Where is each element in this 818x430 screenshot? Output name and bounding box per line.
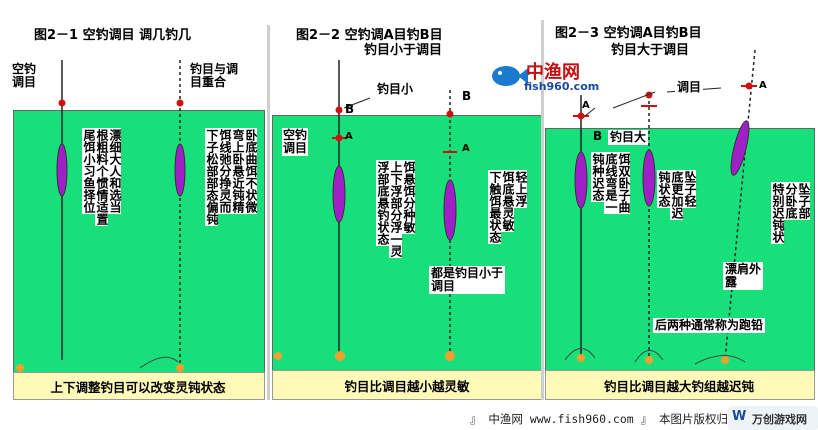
caption-bar-1 (13, 372, 265, 400)
text-col-2a: 饵悬饵分种敏 (402, 160, 416, 234)
label-both-3: 后两种通常称为跑铅 (653, 318, 766, 334)
letter-a-3b: A (759, 80, 767, 91)
label-big-3: 钓目大 (608, 130, 649, 146)
label-small-2: 钓目小 (375, 82, 416, 98)
caption-1: 上下调整钓目可以改变灵钝状态 (50, 380, 226, 395)
caption-3: 钓目比调目越大钓组越迟钝 (603, 379, 754, 394)
text-col-3a: 饵双卧子曲 (617, 152, 631, 214)
text-col-3g: 坠子部 (797, 182, 811, 220)
panel-divider-2 (541, 20, 544, 400)
caption-2: 钓目比调目越小越灵敏 (344, 379, 470, 394)
panel-1: 上下调整钓目可以改变灵钝状态 图2－1 空钓调目 调几钓几 空钓 调目 钓目与调… (0, 0, 270, 400)
text-col-3h: 分卧底 (784, 182, 798, 220)
fish-logo-icon (492, 66, 528, 86)
footer-badge: W 万创游戏网 (728, 406, 818, 430)
title-2a: 图2－2 空钓调A目钓B目 (296, 28, 443, 43)
text-col-2d: 轻上浮 (514, 170, 528, 208)
title-3a: 图2－3 空钓调A目钓B目 (555, 26, 702, 41)
text-col-2b: 上下浮部分浮一灵 (389, 160, 403, 258)
text-col-1f: 饵线弛分挣灵而 (218, 128, 232, 214)
badge-text: 万创游戏网 (752, 413, 807, 426)
text-col-2c: 浮部底悬钓状态 (376, 160, 390, 246)
text-col-2f: 下触饵最状态 (488, 170, 502, 244)
footer: 』 中渔网 www.fish960.com 』 本图片版权归 W 万创游戏网 (0, 406, 818, 430)
letter-b-2b: B (462, 89, 472, 103)
diagram-svg-1 (16, 60, 186, 372)
title-2b: 钓目小于调目 (364, 43, 443, 58)
label-both-2: 都是钓目小于 调目 (429, 266, 506, 295)
letter-a-3: A (582, 100, 590, 111)
letter-a-2b: A (462, 143, 470, 154)
logo: 中渔网 fish960.com (488, 56, 600, 96)
text-col-3b: 底线弯是一 (604, 152, 618, 214)
label-kong-2: 空钓 调目 (282, 128, 309, 157)
logo-brand: 中渔网 (526, 62, 580, 83)
label-diao-1: 钓目与调 目重合 (190, 62, 239, 90)
text-col-3i: 特别迟钝状 (771, 182, 785, 244)
label-kong-1: 空钓 调目 (12, 62, 37, 90)
title-1: 图2－1 空钓调目 调几钓几 (34, 28, 192, 43)
text-col-3e: 底更加迟 (670, 170, 684, 220)
letter-a-2a: A (345, 131, 353, 142)
footer-text: 』 中渔网 www.fish960.com 』 本图片版权归 (470, 412, 729, 426)
text-col-2e: 饵底悬灵敏 (501, 170, 515, 232)
title-3b: 钓目大于调目 (611, 43, 690, 58)
text-col-3d: 坠子轻 (683, 170, 697, 208)
text-col-1a: 漂细大人和选当 (108, 128, 122, 214)
diagram-svg-3 (564, 49, 757, 365)
label-tiao-3: 调目 (675, 80, 704, 96)
text-col-1c: 尾饵小习鱼择位 (82, 128, 96, 214)
text-col-1b: 根粗料个惯情适置 (95, 128, 109, 226)
text-col-3f: 钝状态 (657, 170, 671, 208)
label-float-3: 漂肩外 露 (723, 262, 764, 291)
logo-url: fish960.com (524, 80, 600, 93)
text-col-1g: 下子松部部态偏钝 (205, 128, 219, 226)
panel-divider-1 (267, 25, 270, 400)
diagram-svg-2 (274, 60, 457, 361)
text-col-3c: 钝种迟态 (591, 152, 605, 202)
text-col-1d: 卧底曲饵不状微 (244, 128, 258, 214)
panel-3: 钓目比调目越大钓组越迟钝 图2－3 空钓调A目钓B目 钓目大于调目 调目 钓目大… (545, 0, 818, 400)
text-col-1e: 弯上卧悬近钝精 (231, 128, 245, 214)
panel-2: 钓目比调目越小越灵敏 图2－2 空钓调A目钓B目 钓目小于调目 B A B A … (272, 0, 544, 400)
caption-bar-2 (272, 370, 544, 400)
letter-b-2a: B (345, 102, 355, 116)
badge-logo-icon: W (732, 409, 747, 424)
letter-b-3: B (593, 129, 603, 143)
caption-bar-3 (545, 370, 815, 400)
